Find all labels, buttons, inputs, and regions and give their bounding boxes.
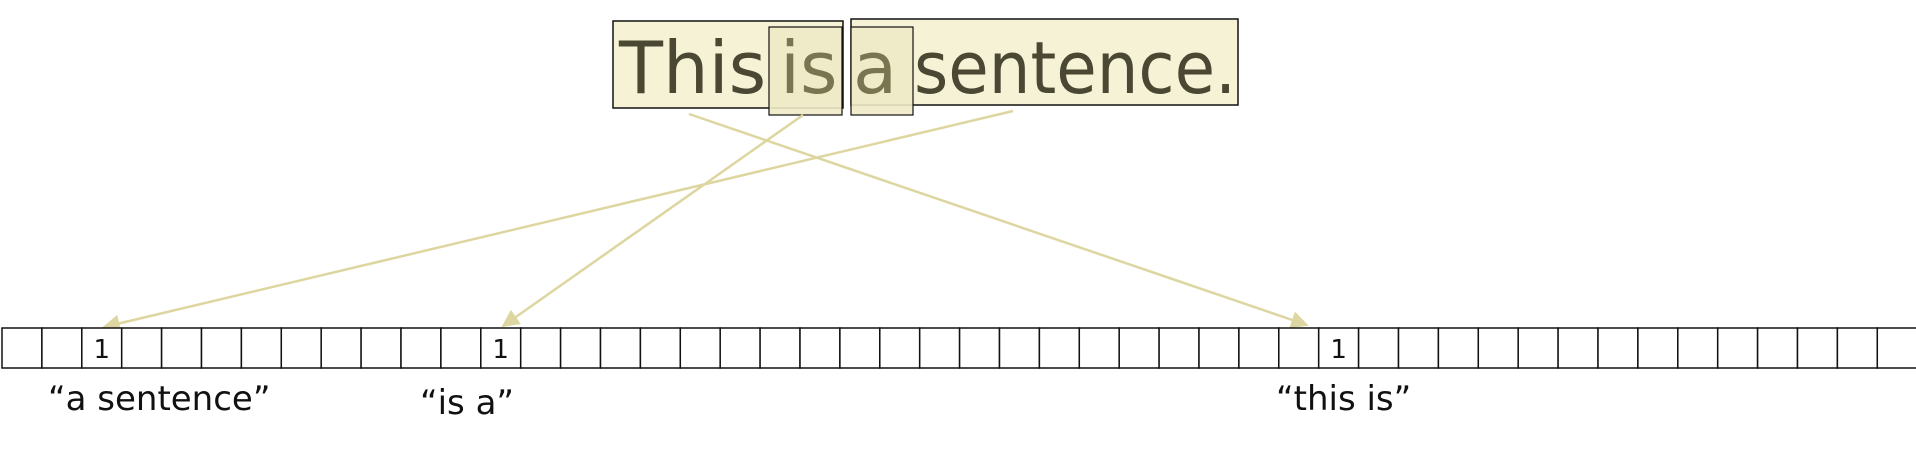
- vector-cell: [879, 327, 921, 369]
- sentence-box-right: [850, 18, 1239, 106]
- arrow-is-a: [501, 113, 804, 328]
- vector-cell: [599, 327, 642, 369]
- vector-cell: [1357, 327, 1400, 369]
- vector-cell: [958, 327, 1001, 369]
- vector-cell: [639, 327, 682, 369]
- vector-cell: [400, 327, 442, 369]
- bucket-label: “this is”: [1276, 379, 1411, 419]
- vector-cell: [519, 327, 562, 369]
- word-is: is: [780, 26, 838, 110]
- vector-cell: [240, 327, 283, 369]
- word-a: a: [853, 26, 897, 110]
- vector-cell: [440, 327, 482, 369]
- vector-cell: [1716, 327, 1759, 369]
- word-highlight-a: [850, 26, 914, 116]
- vector-cell: [998, 327, 1041, 369]
- vector-cell: [160, 327, 203, 369]
- vector-cell: [1118, 327, 1160, 369]
- vector-cell: [120, 327, 163, 369]
- vector-cell: [559, 327, 602, 369]
- vector-cell: [1278, 327, 1320, 369]
- vector-cell: [1437, 327, 1480, 369]
- vector-cell: [1238, 327, 1280, 369]
- vector-cell: [1677, 327, 1719, 369]
- vector-cell: [839, 327, 881, 369]
- bucket-labels: “a sentence” “is a” “this is”: [48, 379, 1411, 423]
- vector-cell: [1, 327, 43, 369]
- vector-cell: [679, 327, 721, 369]
- bucket-label: “is a”: [420, 383, 514, 423]
- bucket-label: “a sentence”: [48, 379, 270, 419]
- vector-cell-value: 1: [492, 335, 509, 365]
- vector-cell: [759, 327, 801, 369]
- feature-vector: 1 1 1: [1, 327, 1916, 369]
- word-this: This: [618, 26, 766, 110]
- vector-cell: [1517, 327, 1559, 369]
- vector-cell: [1836, 327, 1879, 369]
- vector-cell-value: 1: [1330, 335, 1347, 365]
- word-highlight-is: [768, 26, 843, 116]
- vector-cell: [1158, 327, 1200, 369]
- vector-cell: [1637, 327, 1679, 369]
- vector-cell: [1876, 327, 1916, 369]
- vector-cell-value: 1: [94, 335, 111, 365]
- vector-cell: [1078, 327, 1120, 369]
- word-sentence: sentence.: [914, 26, 1236, 110]
- vector-cell: [200, 327, 243, 369]
- vector-cell: [1597, 327, 1639, 369]
- vector-cell: [1038, 327, 1081, 369]
- vector-cell: [918, 327, 961, 369]
- vector-cell: [1397, 327, 1440, 369]
- vector-cell: [1198, 327, 1240, 369]
- vector-cell: [320, 327, 362, 369]
- vector-cell: [1796, 327, 1839, 369]
- vector-cell: [799, 327, 841, 369]
- vector-cell: [1557, 327, 1599, 369]
- vector-cell: [280, 327, 322, 369]
- vector-cell: [1756, 327, 1799, 369]
- vector-cell: [360, 327, 402, 369]
- vector-cell: [41, 327, 83, 369]
- arrow-this-is: [688, 112, 1309, 329]
- vector-cell: [1477, 327, 1519, 369]
- arrow-a-sentence: [102, 109, 1014, 332]
- vector-cell: [719, 327, 761, 369]
